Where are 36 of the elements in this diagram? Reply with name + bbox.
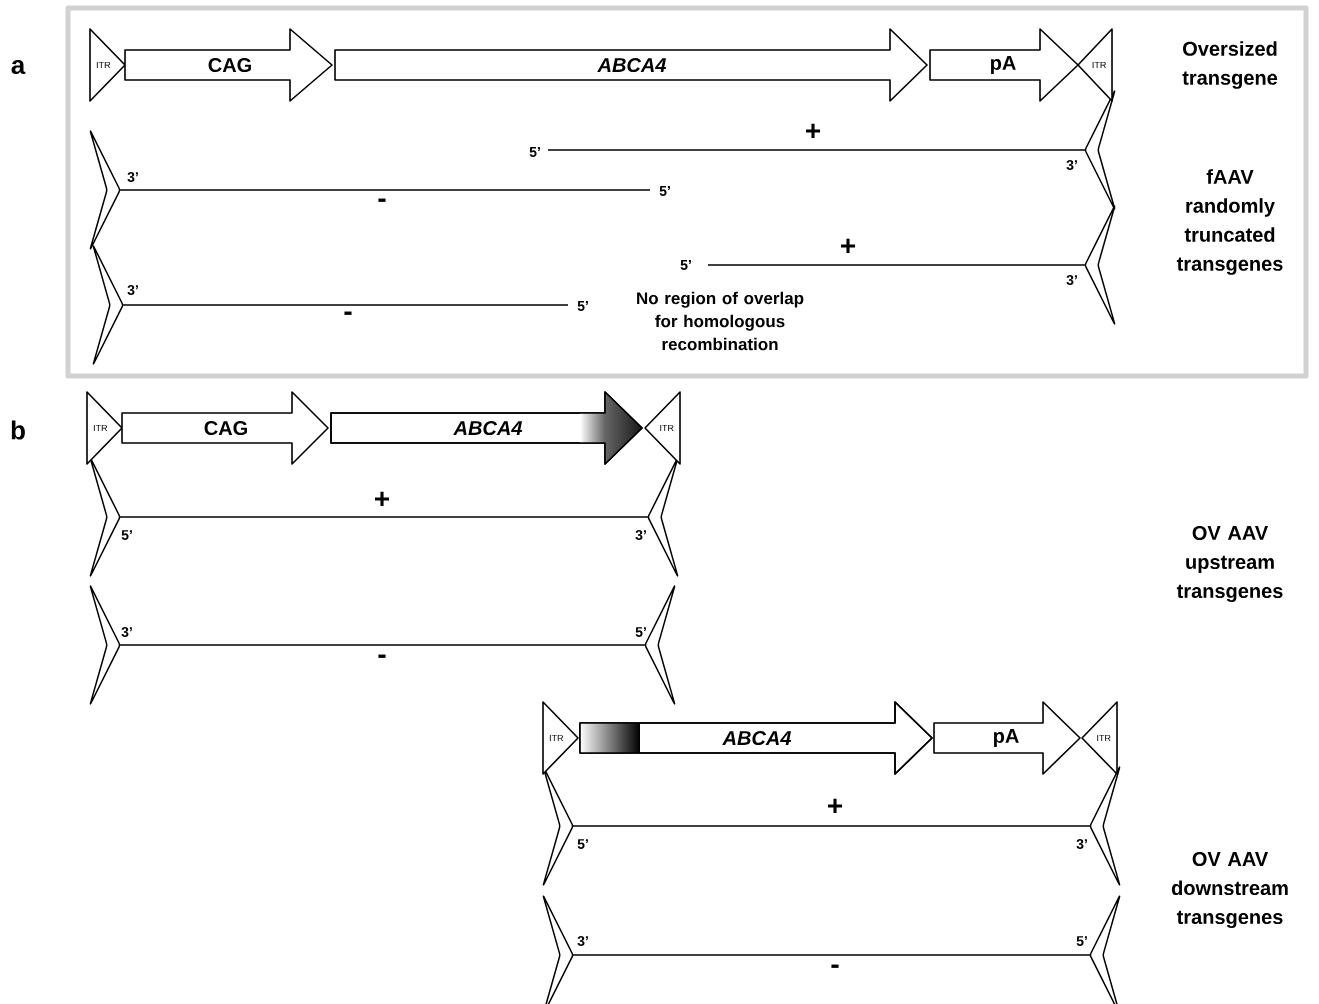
strand-end-label: 5’ [528,146,542,158]
strand-end-label: 5’ [576,300,590,312]
strand-end-label: 5’ [679,259,693,271]
itr-triangle: ITR [89,28,126,102]
note-text: No region of overlap for homologous recombination [637,291,804,351]
panel-letter: b [11,420,25,440]
strand-end-label: 3’ [1065,159,1079,171]
strand-end-label: 3’ [126,284,140,296]
strand-sign: + [375,491,390,506]
strand-end-label: 5’ [576,838,590,850]
itr-triangle: ITR [542,701,579,775]
itr-triangle: ITR [1081,701,1118,775]
strand-end-label: 5’ [634,626,648,638]
strand-end-label: 5’ [120,529,134,541]
strand-sign: - [831,964,839,968]
strand-sign: - [378,198,386,202]
strand-end-label: 3’ [126,171,140,183]
strand-end-label: 5’ [658,185,672,197]
itr-triangle: ITR [86,391,123,465]
strand-end-label: 3’ [1065,274,1079,286]
row-label: fAAV randomly truncated transgenes [1176,169,1283,275]
itr-triangle: ITR [1077,28,1113,102]
strand-end-label: 3’ [120,626,134,638]
strand-end-label: 3’ [1075,838,1089,850]
strand-sign: - [378,654,386,658]
strand-sign: + [841,238,856,253]
panel-letter: a [11,59,26,75]
row-label: OV AAV upstream transgenes [1176,525,1283,603]
itr-triangle: ITR [644,391,681,465]
strand-end-label: 5’ [1075,935,1089,947]
strand-sign: - [344,311,352,315]
strand-end-label: 3’ [576,935,590,947]
gene-element-block: ABCA4 [334,28,928,102]
row-label: OV AAV downstream transgenes [1171,851,1288,929]
row-label: Oversized transgene [1182,41,1278,89]
strand-end-label: 3’ [634,529,648,541]
